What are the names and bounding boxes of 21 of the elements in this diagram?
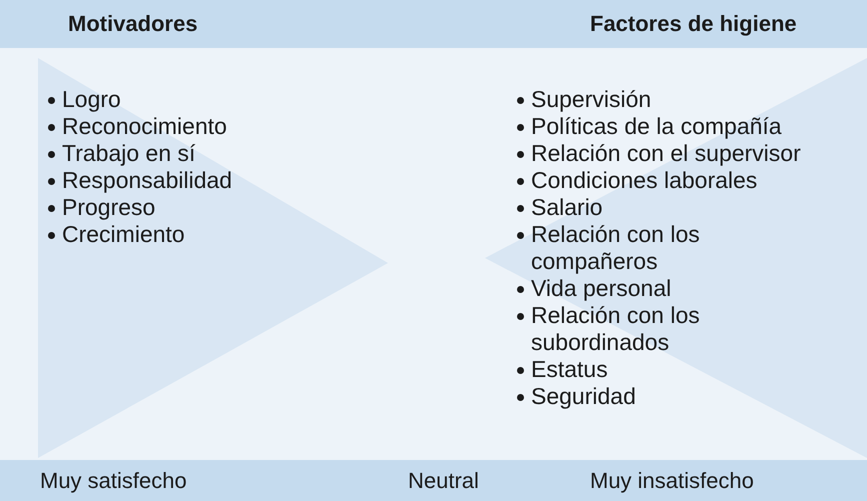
list-item: Políticas de la compañía — [531, 113, 782, 139]
list-item: Progreso — [62, 194, 156, 220]
list-item: Trabajo en sí — [62, 140, 196, 166]
list-item: Logro — [62, 86, 121, 112]
list-item: Relación con los subordinados — [531, 302, 700, 355]
scale-label: Muy insatisfecho — [590, 468, 754, 494]
scale-label: Neutral — [408, 468, 479, 494]
list-item: Reconocimiento — [62, 113, 227, 139]
list-item: Vida personal — [531, 275, 672, 301]
list-item: Supervisión — [531, 86, 652, 112]
list-item: Responsabilidad — [62, 167, 232, 193]
column-heading: Factores de higiene — [590, 11, 797, 37]
list-item: Estatus — [531, 356, 608, 382]
list-item: Crecimiento — [62, 221, 185, 247]
list-item: Seguridad — [531, 383, 636, 409]
list-item: Relación con el supervisor — [531, 140, 801, 166]
list-item: Relación con los compañeros — [531, 221, 700, 274]
list-item: Condiciones laborales — [531, 167, 758, 193]
column-heading: Motivadores — [68, 11, 198, 37]
scale-label: Muy satisfecho — [40, 468, 187, 494]
list-item: Salario — [531, 194, 603, 220]
